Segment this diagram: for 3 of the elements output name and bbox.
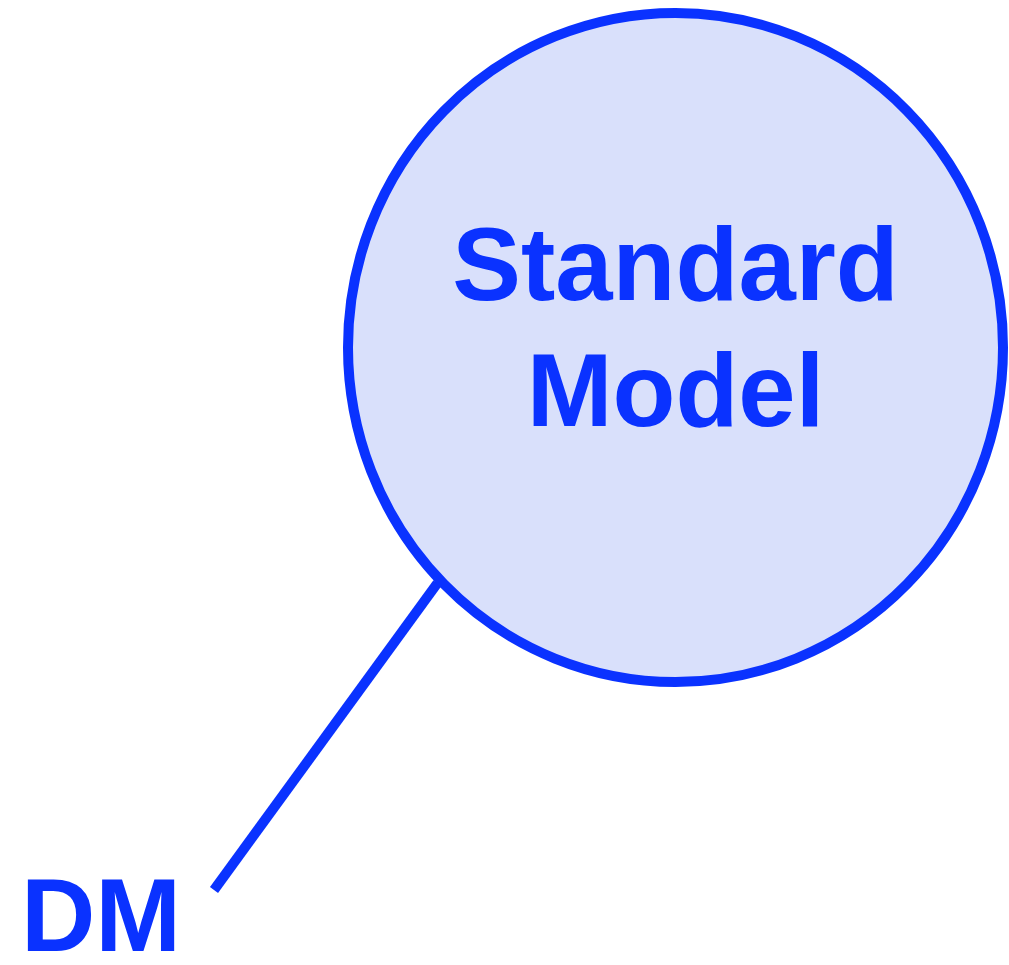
node-label: Standard Model <box>451 205 900 450</box>
label: DM <box>20 868 182 964</box>
connector-line <box>209 580 442 893</box>
